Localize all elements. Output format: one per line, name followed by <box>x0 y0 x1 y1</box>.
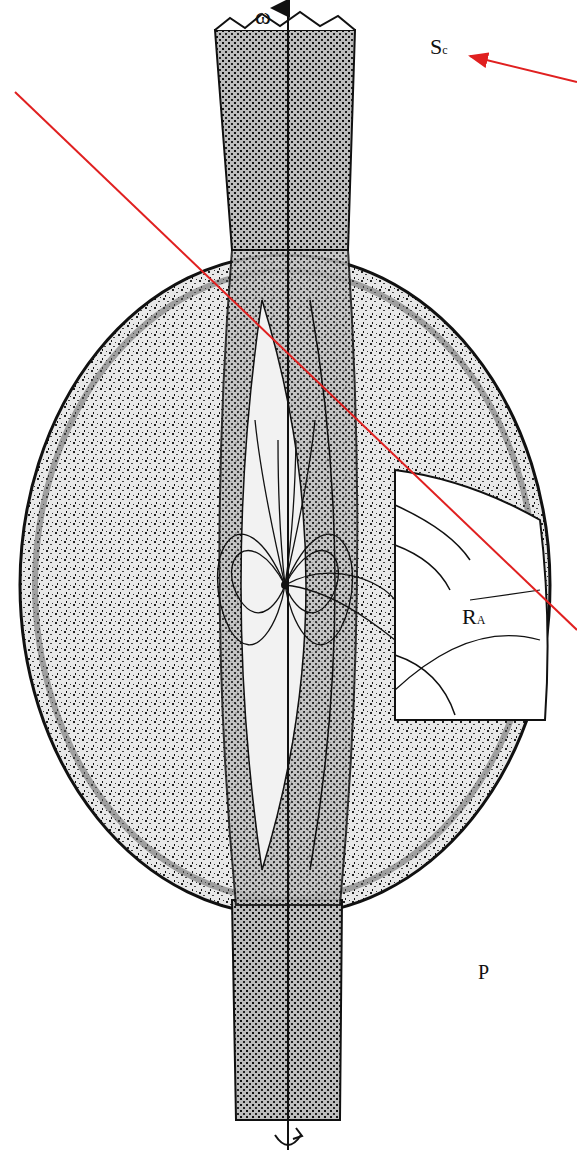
axis-symbol: ω <box>255 4 271 28</box>
surface-label: Sc <box>430 36 448 58</box>
radius-label: RA <box>462 606 485 628</box>
point-label: P <box>478 962 489 982</box>
